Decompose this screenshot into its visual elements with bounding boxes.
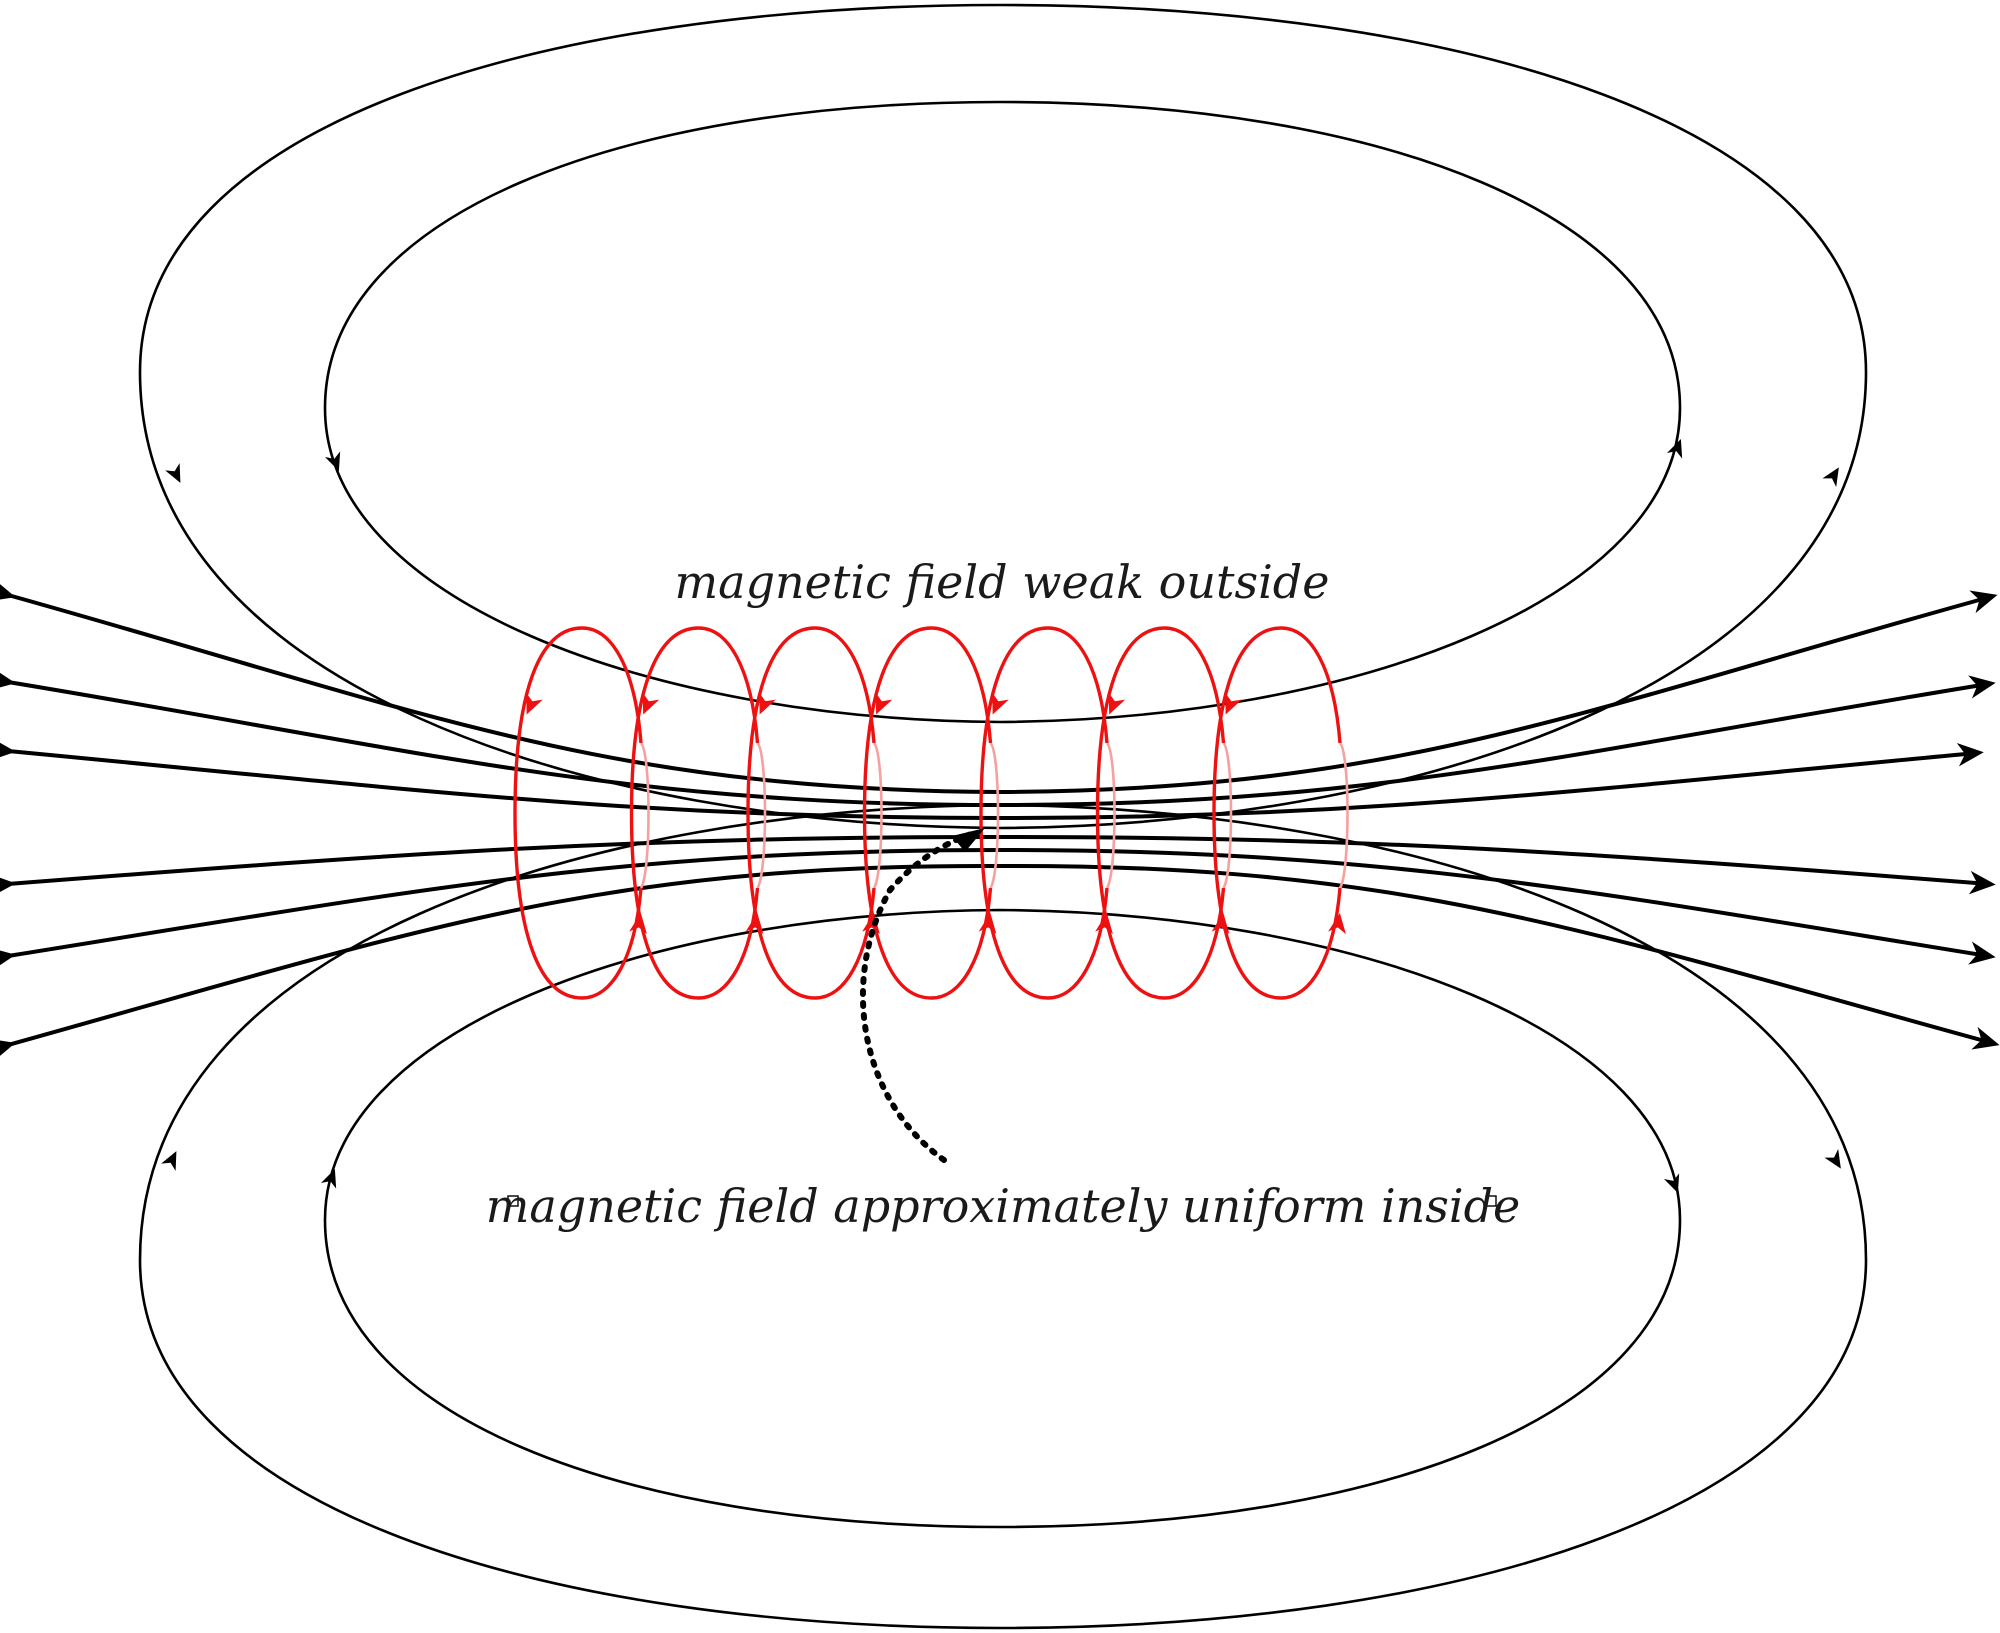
coil-turn-1-back — [639, 742, 650, 889]
field-loop-top-outer — [138, 3, 1868, 830]
coil-turn-5-arrow-top — [992, 692, 1009, 715]
label-inside-handle-left[interactable] — [507, 1195, 519, 1207]
coil-turn-4-back — [989, 742, 1000, 889]
coil-turn-4 — [862, 626, 993, 1000]
coil-turn-7-arrow-bottom — [1328, 913, 1346, 935]
pointer-arrow — [859, 829, 981, 1163]
arrow-bottom-outer-left — [161, 1151, 177, 1171]
coil-turn-6-back — [1222, 742, 1233, 889]
open-line-6 — [0, 863, 2000, 1062]
coil-turn-5 — [979, 626, 1109, 1000]
arrow-bottom-outer-right — [1824, 1149, 1841, 1169]
field-loop-bottom-outer — [138, 803, 1868, 1630]
coil-turn-1-arrow-top — [526, 692, 543, 715]
coil-turn-4-arrow-top — [875, 692, 893, 715]
coil-turn-1 — [513, 626, 643, 1000]
coil-turn-6 — [1095, 626, 1226, 1000]
coil-turn-3 — [746, 626, 876, 1000]
label-outside: magnetic field weak outside — [675, 555, 1330, 609]
coil-turn-5-back — [1105, 742, 1116, 889]
label-inside-handle-right[interactable] — [1485, 1195, 1497, 1207]
arrow-top-outer-left — [165, 463, 181, 483]
open-field-lines — [0, 578, 2000, 1062]
pointer-arrowhead — [952, 828, 985, 852]
coil-turn-7-back — [1338, 742, 1349, 889]
solenoid-coil — [513, 626, 1349, 1000]
coil-turn-2-arrow-top — [642, 692, 660, 715]
coil-turn-3-back — [872, 742, 883, 889]
coil-turn-7 — [1212, 626, 1342, 1000]
field-loop-top-inner — [323, 100, 1682, 724]
arrow-top-outer-right — [1822, 467, 1839, 487]
open-line-1 — [0, 578, 1998, 795]
label-inside: magnetic field approximately uniform ins… — [486, 1179, 1521, 1233]
coil-turn-6-arrow-top — [1108, 692, 1126, 715]
open-line-3 — [0, 737, 1984, 821]
label-inside-group[interactable]: magnetic field approximately uniform ins… — [486, 1160, 1521, 1245]
coil-turn-2-back — [756, 742, 767, 889]
coil-turn-2 — [629, 626, 760, 1000]
open-line-5 — [0, 847, 1996, 971]
open-line-4 — [0, 834, 1996, 898]
